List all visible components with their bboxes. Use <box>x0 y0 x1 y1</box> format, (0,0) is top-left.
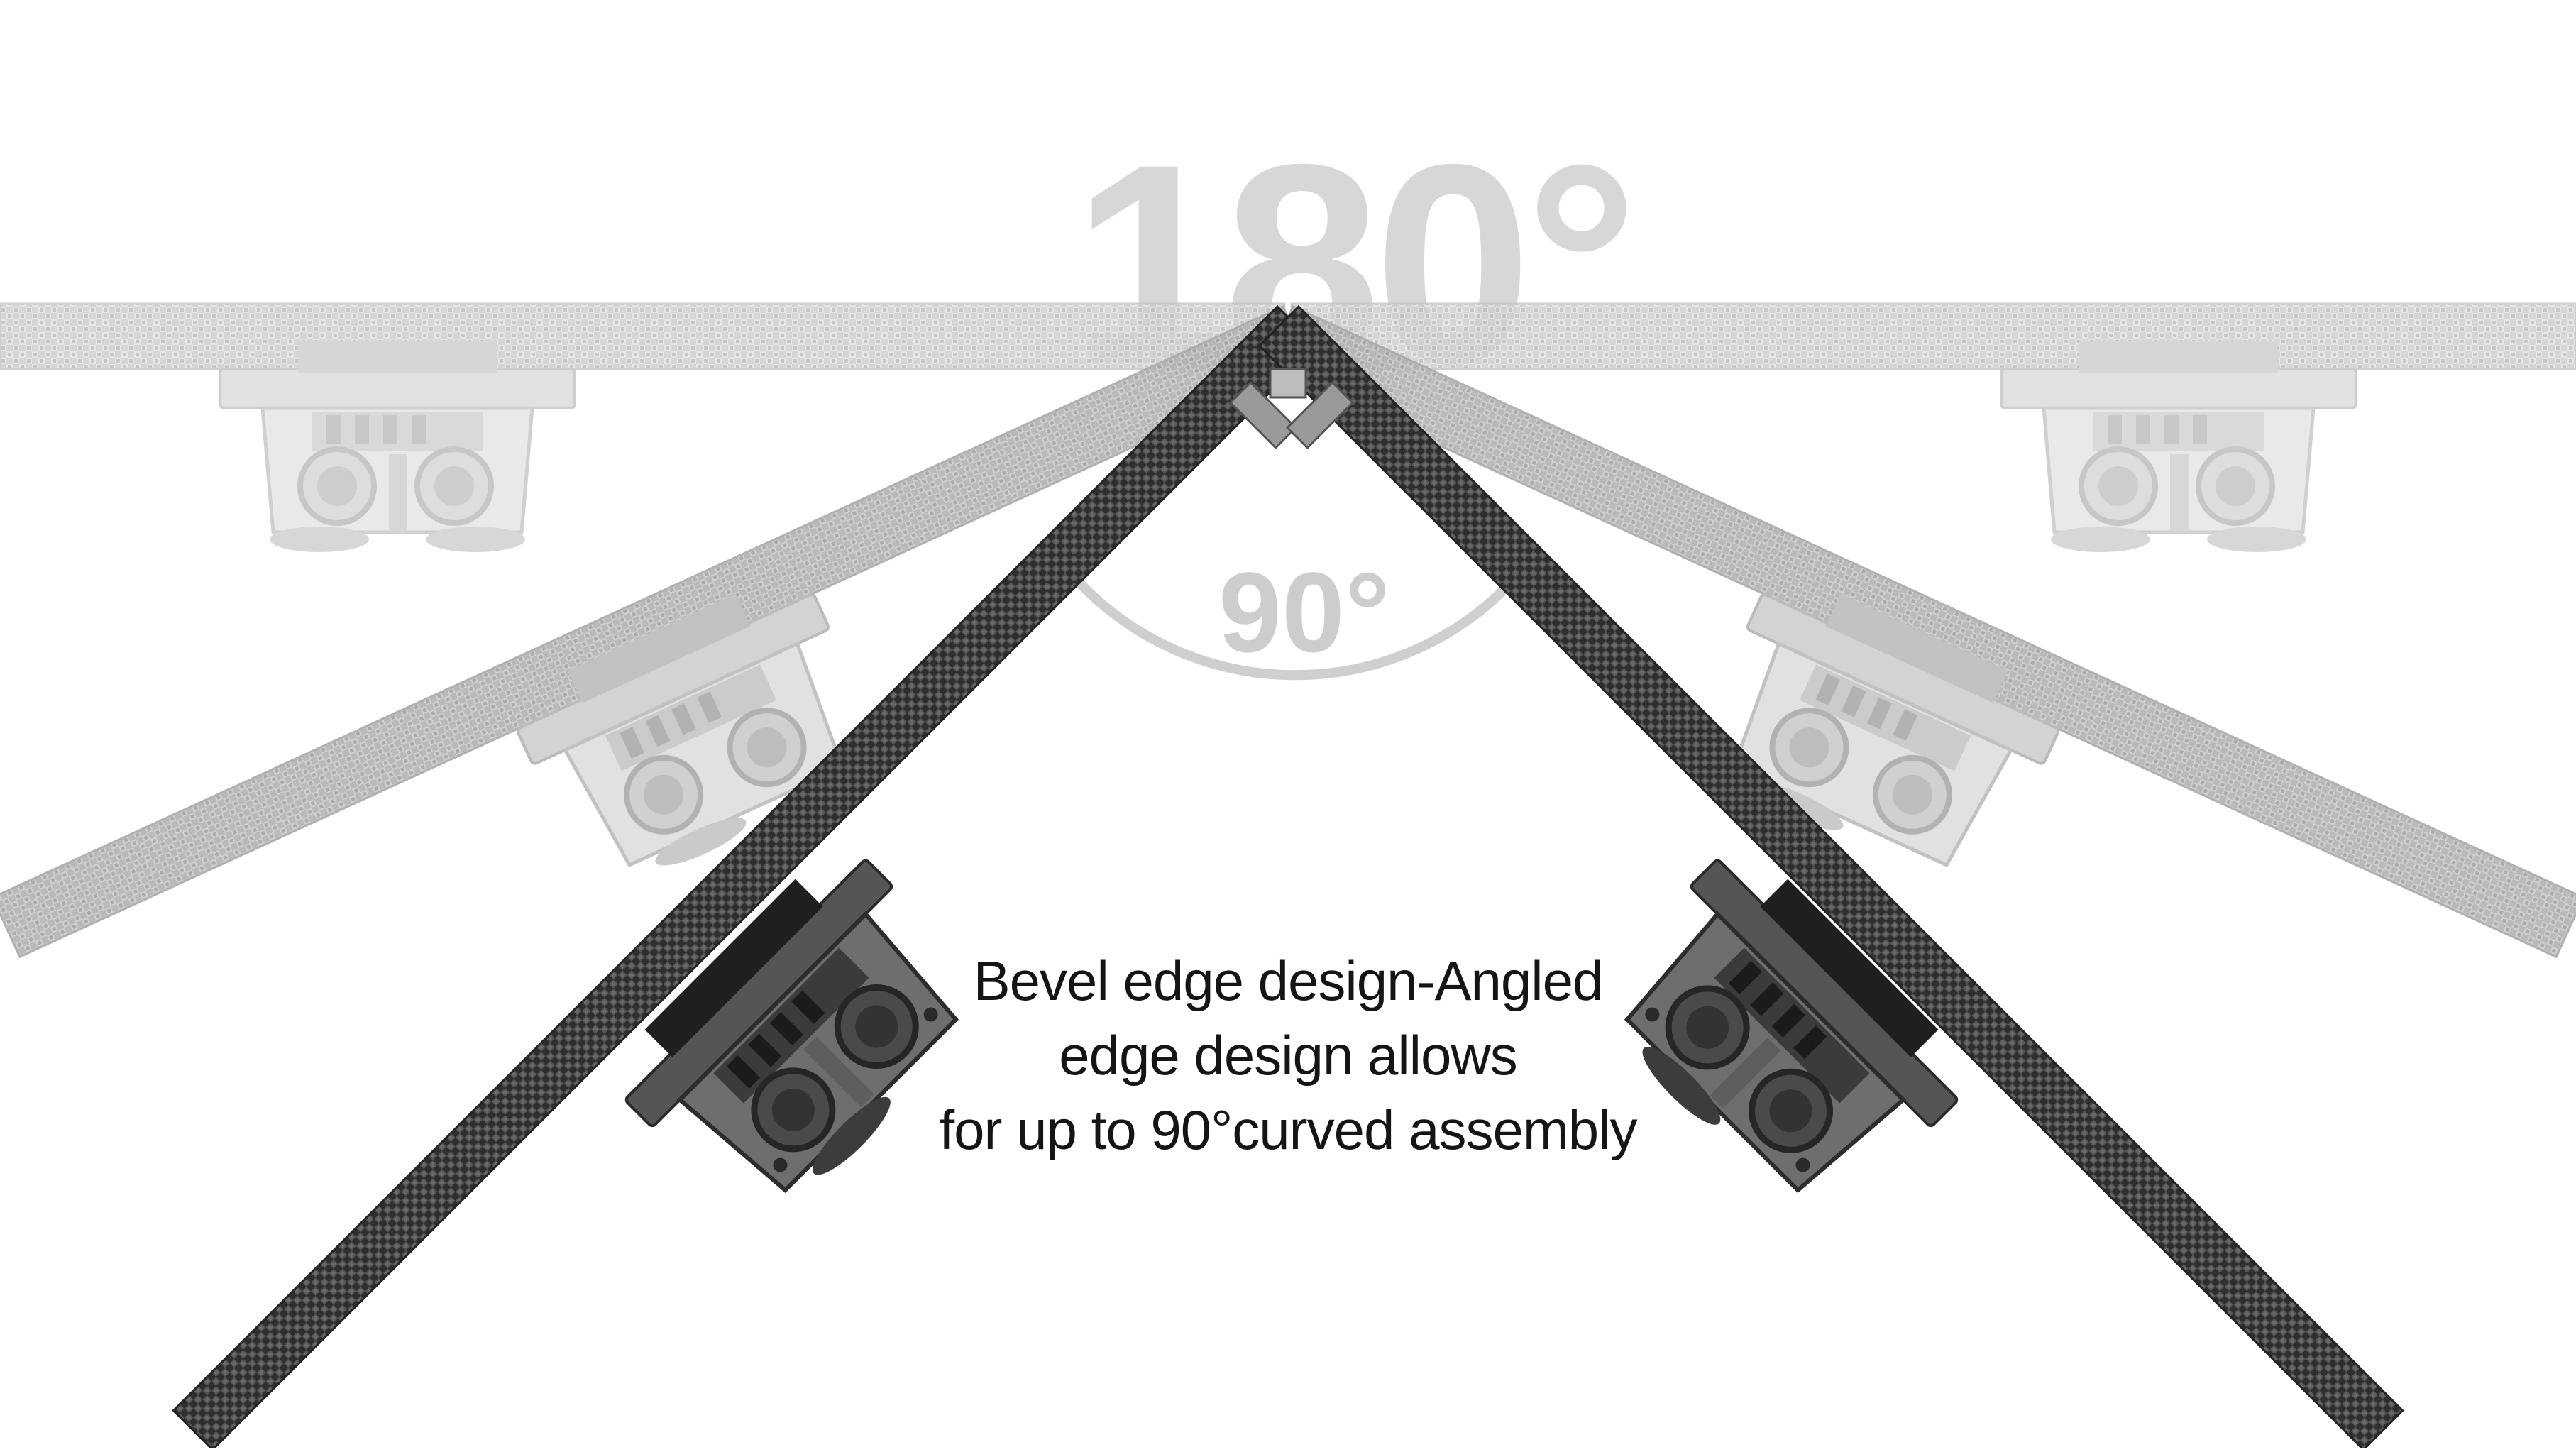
caption-line-2: edge design allows <box>1059 1024 1517 1087</box>
angle-90-label: 90° <box>1218 549 1390 676</box>
panels-mid <box>0 305 2576 959</box>
module-180-right <box>2001 341 2356 552</box>
caption: Bevel edge design-Angled edge design all… <box>844 944 1732 1167</box>
corner-connector <box>1228 368 1355 450</box>
caption-line-1: Bevel edge design-Angled <box>973 950 1604 1012</box>
caption-line-3: for up to 90°curved assembly <box>939 1099 1637 1161</box>
panels-90 <box>172 304 2404 1451</box>
module-mid-left <box>503 564 893 903</box>
module-180-left <box>220 341 575 552</box>
module-mid-right <box>1683 564 2072 903</box>
angle-90-arc <box>1074 578 1516 681</box>
